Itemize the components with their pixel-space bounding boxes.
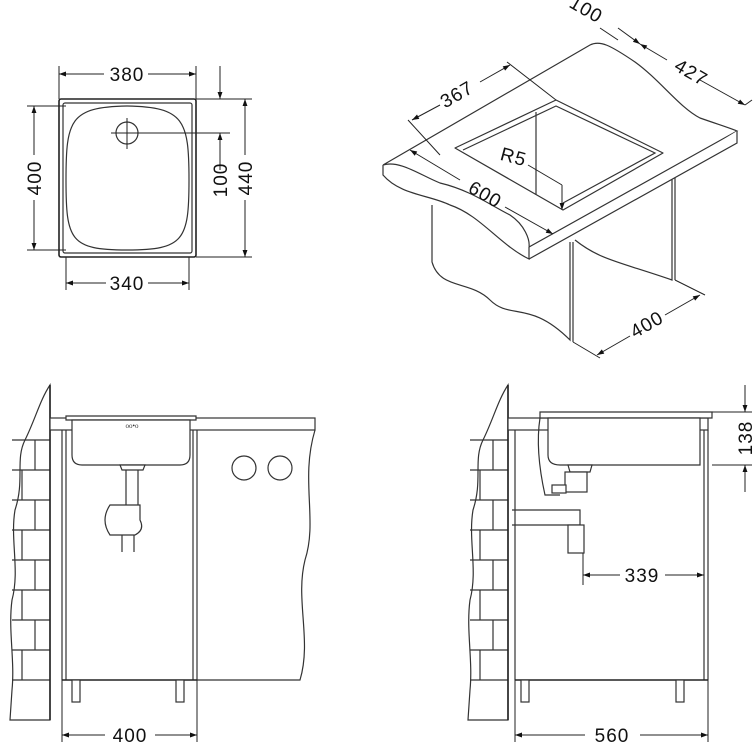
dim-drain-offset: 100 xyxy=(211,163,232,198)
dim-bowl-depth: 427 xyxy=(670,55,711,91)
isometric-view: 367 100 427 R5 600 400 xyxy=(382,0,753,359)
dim-depth-outer: 440 xyxy=(236,161,257,196)
dim-cabinet-width-front: 400 xyxy=(113,726,148,744)
sink-bowl xyxy=(71,419,191,466)
worktop-front-edge xyxy=(382,165,530,260)
dim-bowl-width: 367 xyxy=(437,77,478,113)
dim-cabinet-width-iso: 400 xyxy=(627,307,668,343)
front-view: oo•o 400 xyxy=(9,383,316,744)
cabinet-right-panel xyxy=(574,178,673,281)
dim-width-outer: 380 xyxy=(110,65,145,86)
cabinet-foot xyxy=(175,679,185,703)
brick-wall xyxy=(467,383,509,721)
cabinet-foot xyxy=(71,679,81,703)
knob-icon xyxy=(231,455,257,481)
dim-rear-offset: 100 xyxy=(565,0,606,28)
sink-outer-rim xyxy=(58,98,197,258)
bowl-opening xyxy=(454,99,664,211)
overflow-pipe xyxy=(537,417,560,496)
top-view: 380 340 400 100 440 xyxy=(25,65,257,295)
brick-wall xyxy=(9,383,51,721)
adjacent-cabinet xyxy=(197,429,316,681)
cabinet-foot xyxy=(675,679,685,703)
dim-drain-distance: 339 xyxy=(625,566,660,587)
dim-sink-height: 138 xyxy=(736,421,753,456)
dim-depth-inner: 400 xyxy=(25,161,46,196)
overflow-icon: oo•o xyxy=(126,422,139,430)
sink-bowl xyxy=(547,417,701,466)
knob-icon xyxy=(267,455,293,481)
cabinet-foot xyxy=(520,679,530,703)
siphon-trap xyxy=(104,504,143,536)
sink-bowl-outline xyxy=(65,105,190,251)
dim-cabinet-depth: 560 xyxy=(595,726,630,744)
dim-width-inner: 340 xyxy=(110,274,145,295)
side-view: 138 339 560 xyxy=(467,383,753,744)
siphon-trap xyxy=(567,524,585,554)
